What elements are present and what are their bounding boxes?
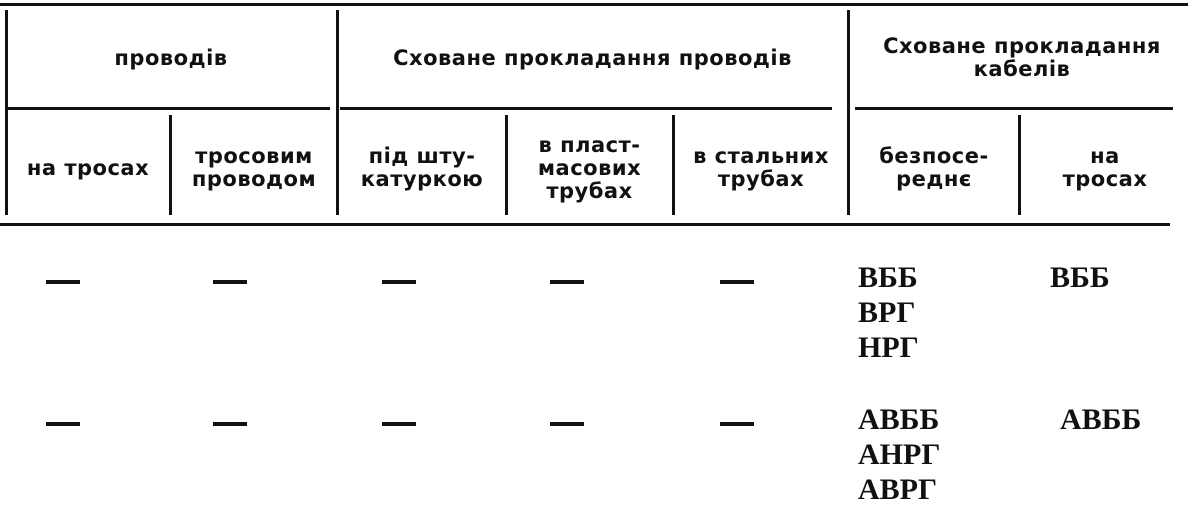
header-divider-rule [5,107,330,110]
column-rule [1018,115,1021,215]
header-divider-rule [340,107,832,110]
header-group-hidden-cables: Сховане прокладання кабелів [883,34,1161,81]
header-group-hidden-wires: Сховане прокладання проводів [393,45,792,70]
subheader-on-ropes: на тросах [26,155,150,180]
subheader-rope-wire: тросовим проводом [191,144,317,191]
cable-rope-value: АВББ [1060,403,1142,436]
column-rule [847,10,850,215]
empty-cell-dash [382,422,416,426]
column-rule [5,10,8,215]
column-rule [169,115,172,215]
subheader-plastic-pipes: в пласт- масових трубах [537,132,642,203]
empty-cell-dash [213,280,247,284]
cable-direct-values: ВББ ВРГ НРГ [858,261,919,364]
column-rule [672,115,675,215]
column-rule [505,115,508,215]
empty-cell-dash [550,422,584,426]
subheader-cable-on-ropes: на тросах [1062,144,1148,191]
empty-cell-dash [720,280,754,284]
header-bottom-rule [0,223,1170,226]
empty-cell-dash [720,422,754,426]
empty-cell-dash [46,422,80,426]
subheader-steel-pipes: в стальних трубах [693,144,829,191]
empty-cell-dash [213,422,247,426]
cable-direct-values: АВББ АНРГ АВРГ [858,403,941,506]
column-rule [336,10,339,215]
header-group-wires: проводів [114,45,228,70]
empty-cell-dash [46,280,80,284]
empty-cell-dash [550,280,584,284]
empty-cell-dash [382,280,416,284]
cable-rope-value: ВББ [1050,261,1110,294]
header-divider-rule [855,107,1173,110]
top-rule [0,3,1188,6]
subheader-under-plaster: під шту- катуркою [360,144,484,191]
subheader-direct: безпосе- реднє [879,144,989,191]
